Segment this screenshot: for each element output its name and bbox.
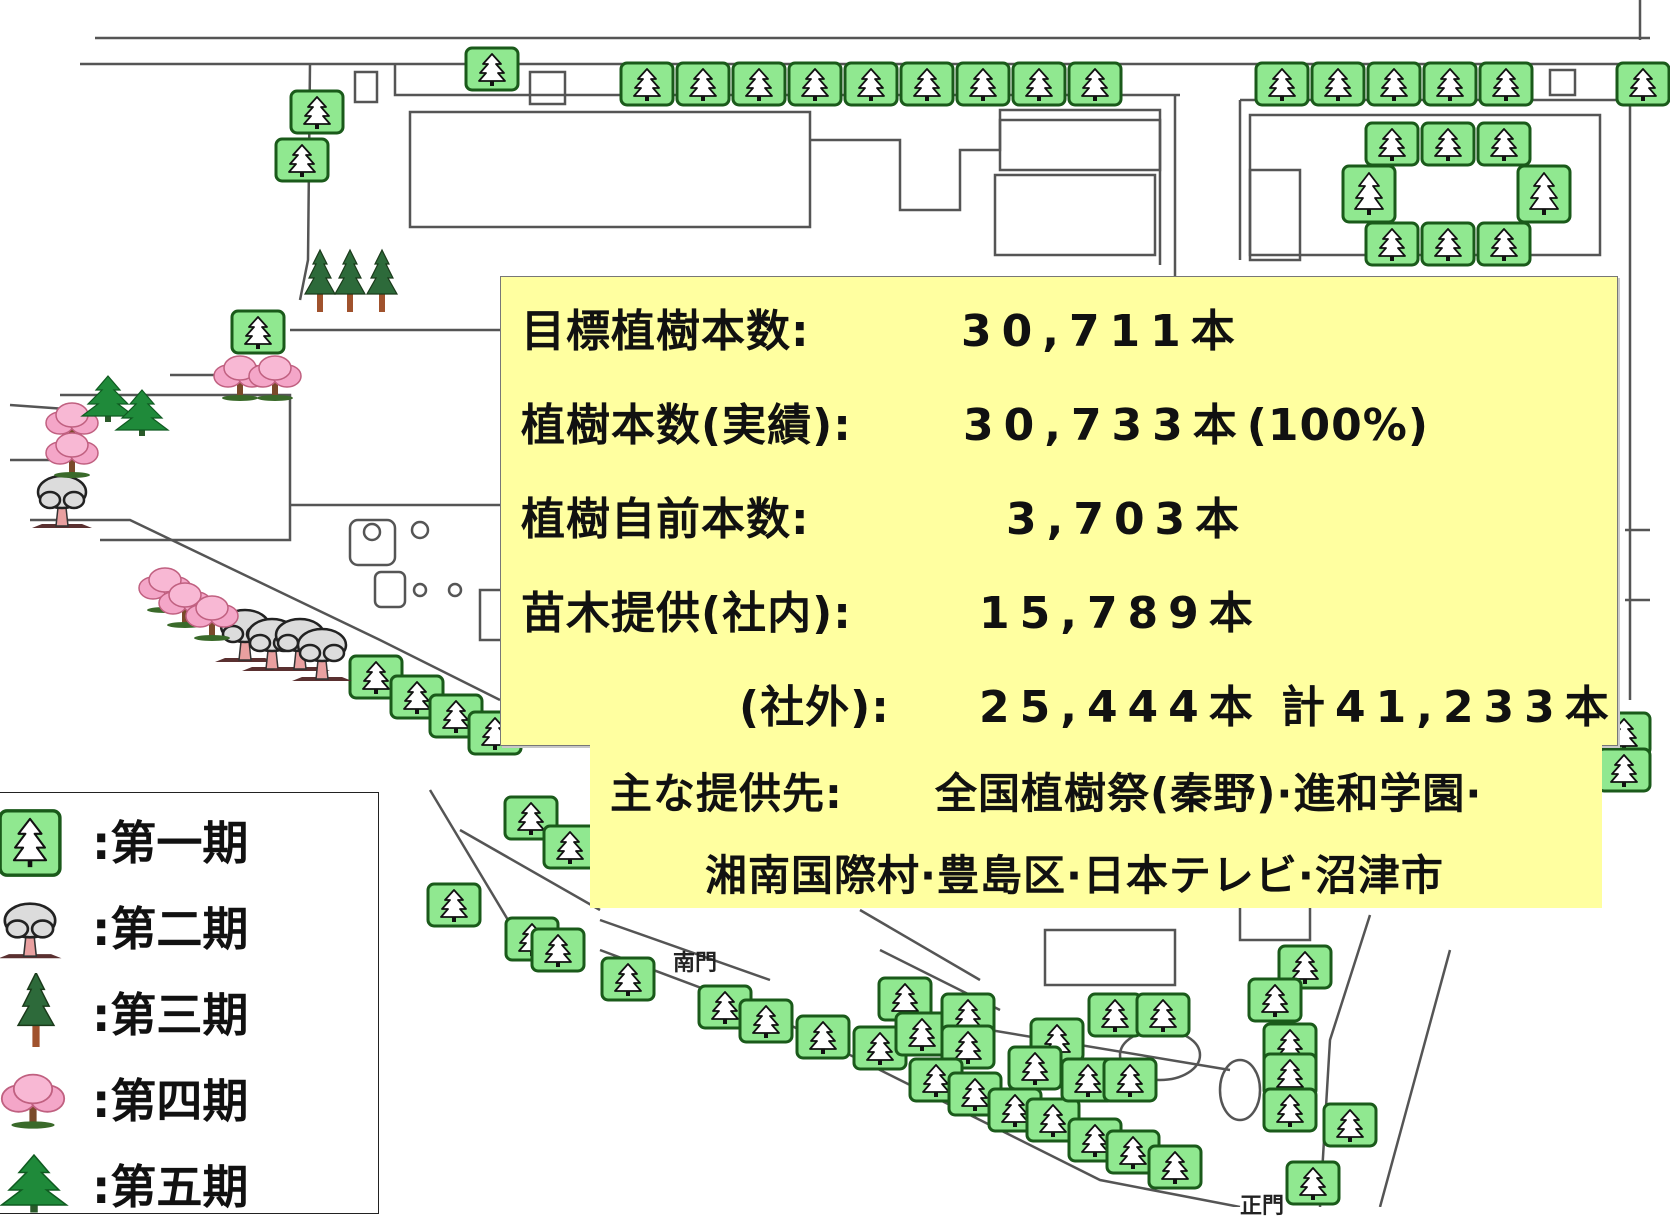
legend-item-phase3: :第三期 <box>0 973 370 1053</box>
legend-label-phase3: :第三期 <box>92 988 249 1042</box>
phase3-trees <box>304 249 398 313</box>
target-label: 目標植樹本数: <box>521 306 810 357</box>
legend-item-phase2: :第二期 <box>0 887 370 967</box>
legend-label-phase4: :第四期 <box>92 1074 249 1128</box>
actual-count: 30,733本 <box>963 400 1247 451</box>
seedling-label: 苗木提供(社内): <box>521 588 852 639</box>
self-value: 3,703本 <box>1006 494 1250 545</box>
legend-item-phase1: :第一期 <box>0 801 370 881</box>
planting-summary-box: 目標植樹本数: 30,711本 植樹本数(実績): 30,733本(100%) … <box>500 276 1618 746</box>
providers-line1: 全国植樹祭(秦野)·進和学園· <box>935 769 1483 818</box>
pine-tree-icon <box>0 1154 68 1214</box>
legend-label-phase5: :第五期 <box>92 1160 249 1214</box>
cedar-tree-icon <box>17 973 55 1048</box>
providers-label: 主な提供先: <box>610 769 843 818</box>
actual-percent: (100%) <box>1246 400 1429 451</box>
target-value: 30,711本 <box>961 306 1245 357</box>
phase2-trees <box>30 474 354 683</box>
legend-item-phase4: :第四期 <box>0 1059 370 1139</box>
legend-item-phase5: :第五期 <box>0 1145 370 1225</box>
providers-box: 主な提供先: 全国植樹祭(秦野)·進和学園· 湘南国際村·豊島区·日本テレビ·沼… <box>590 742 1602 908</box>
green-tree-box-icon <box>0 809 62 877</box>
external-label: (社外): <box>739 682 890 733</box>
actual-label: 植樹本数(実績): <box>521 400 852 451</box>
legend-label-phase2: :第二期 <box>92 902 249 956</box>
seedling-value: 15,789本 <box>979 588 1263 639</box>
cherry-blossom-icon <box>0 1073 66 1130</box>
main-gate-label: 正門 <box>1240 1194 1285 1219</box>
south-gate-label: 南門 <box>673 951 718 976</box>
gray-tree-icon <box>0 902 63 960</box>
total-value: 計41,233本 <box>1281 682 1619 733</box>
external-value: 25,444本 <box>979 682 1263 733</box>
legend: :第一期 :第二期 :第三期 :第四期 :第五期 <box>0 792 379 1214</box>
self-label: 植樹自前本数: <box>521 494 810 545</box>
actual-value: 30,733本(100%) <box>963 389 1429 453</box>
legend-label-phase1: :第一期 <box>92 816 249 870</box>
providers-line2: 湘南国際村·豊島区·日本テレビ·沼津市 <box>705 851 1444 900</box>
